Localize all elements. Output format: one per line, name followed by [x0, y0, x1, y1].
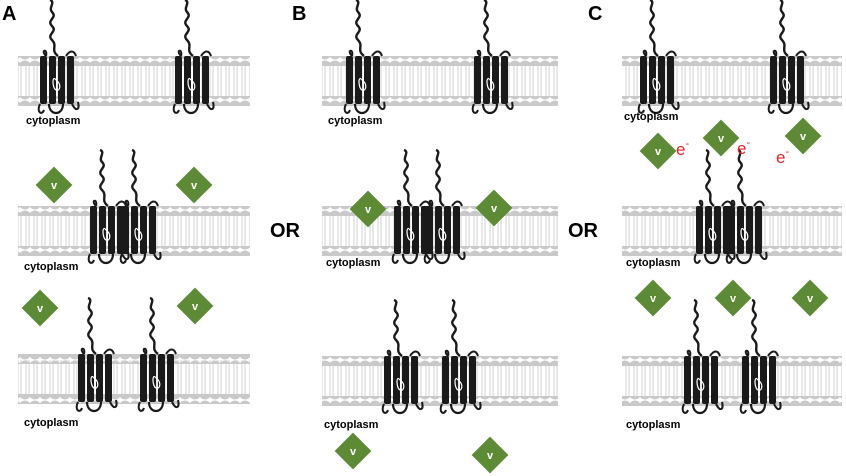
v-badge-label: v	[51, 180, 58, 192]
v-badge-label: v	[491, 203, 498, 215]
v-badge: v	[639, 132, 677, 170]
cytoplasm-label: cytoplasm	[626, 257, 681, 269]
v-badge: v	[784, 117, 822, 155]
v-badge: v	[714, 279, 752, 317]
cytoplasm-label: cytoplasm	[324, 419, 379, 431]
cytoplasm-label: cytoplasm	[328, 115, 383, 127]
v-badge: v	[349, 190, 387, 228]
v-badge: v	[35, 166, 73, 204]
cytoplasm-label: cytoplasm	[326, 257, 381, 269]
v-badge: v	[175, 166, 213, 204]
electron-label: e-	[676, 138, 689, 159]
cytoplasm-label: cytoplasm	[24, 261, 79, 273]
v-badge-label: v	[350, 446, 357, 458]
electron-label: e-	[737, 137, 750, 158]
panel-c-membranes	[622, 0, 842, 415]
cytoplasm-label: cytoplasm	[26, 115, 81, 127]
v-badge-label: v	[37, 303, 44, 315]
v-badge-label: v	[191, 180, 198, 192]
v-badge-label: v	[655, 146, 662, 158]
cytoplasm-label: cytoplasm	[624, 111, 679, 123]
v-badge: v	[634, 279, 672, 317]
electron-label: e-	[776, 146, 789, 167]
panel-a-membranes	[18, 0, 250, 413]
membrane	[322, 356, 558, 406]
v-badge: v	[21, 289, 59, 327]
panel-letter-c: C	[588, 3, 602, 25]
v-badge: v	[471, 436, 509, 474]
v-badge: v	[702, 119, 740, 157]
membrane	[622, 356, 842, 406]
panel-letter-a: A	[2, 3, 16, 25]
v-badge-label: v	[487, 450, 494, 462]
v-badge-label: v	[800, 131, 807, 143]
v-badge-label: v	[365, 204, 372, 216]
or-connector: OR	[270, 220, 301, 242]
v-badge: v	[791, 279, 829, 317]
panel-letter-b: B	[292, 3, 306, 25]
v-badge: v	[176, 287, 214, 325]
membrane	[18, 354, 250, 404]
v-badge-label: v	[650, 293, 657, 305]
v-badge-label: v	[807, 293, 814, 305]
or-connector: OR	[568, 220, 599, 242]
cytoplasm-label: cytoplasm	[626, 419, 681, 431]
v-badge-label: v	[718, 133, 725, 145]
cytoplasm-label: cytoplasm	[24, 417, 79, 429]
v-badge-label: v	[730, 293, 737, 305]
v-badge: v	[334, 432, 372, 470]
v-badge-label: v	[192, 301, 199, 313]
v-badge: v	[475, 189, 513, 227]
